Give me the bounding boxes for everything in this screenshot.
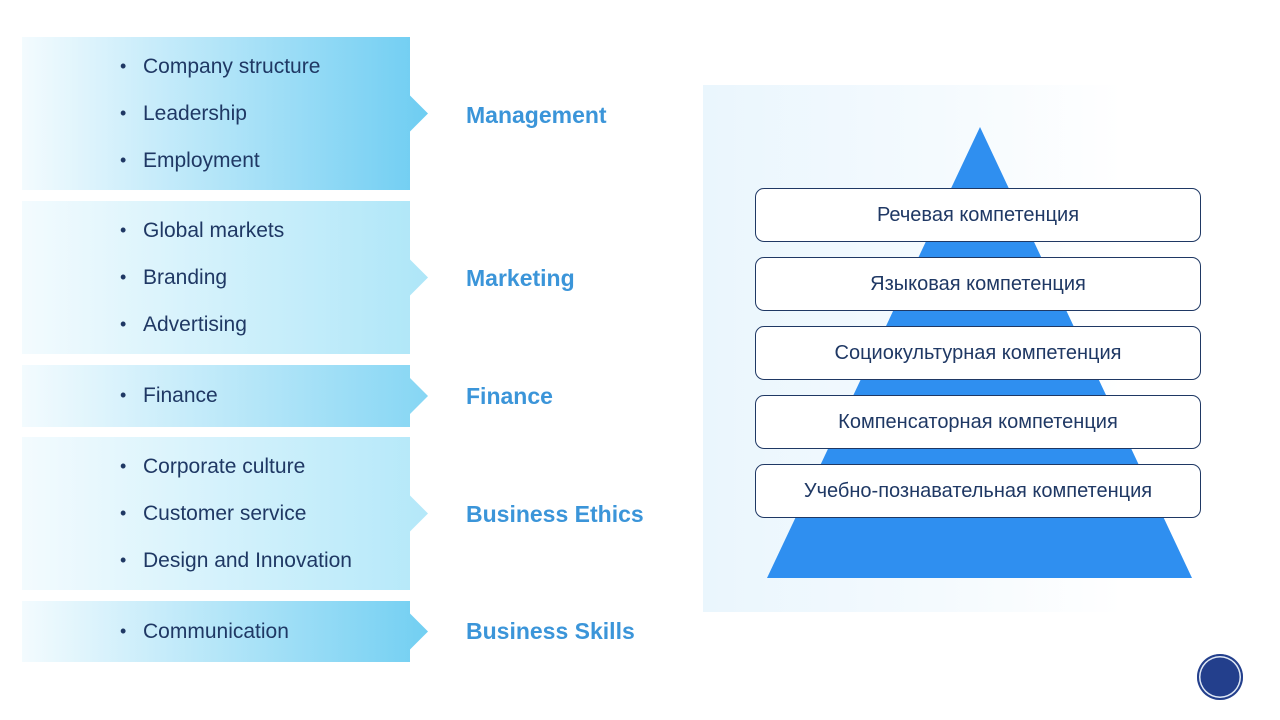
bullet-item: Global markets: [120, 207, 284, 254]
bullet-item: Company structure: [120, 43, 320, 90]
topic-label: Management: [466, 102, 607, 128]
topic-box: Corporate cultureCustomer serviceDesign …: [22, 437, 428, 590]
bullet-item: Advertising: [120, 301, 284, 348]
competence-level: Социокультурная компетенция: [755, 326, 1201, 380]
bullet-item: Branding: [120, 254, 284, 301]
topic-label: Business Skills: [466, 618, 635, 644]
bullet-list: Communication: [120, 608, 289, 655]
bullet-item: Customer service: [120, 490, 352, 537]
bullet-list: Global marketsBrandingAdvertising: [120, 207, 284, 348]
topic-label: Marketing: [466, 265, 575, 291]
topic-box: Global marketsBrandingAdvertising: [22, 201, 428, 354]
bullet-list: Finance: [120, 372, 218, 419]
topic-label: Business Ethics: [466, 501, 644, 527]
bullet-list: Company structureLeadershipEmployment: [120, 43, 320, 184]
topic-box: Finance: [22, 365, 428, 427]
competence-level: Речевая компетенция: [755, 188, 1201, 242]
bullet-item: Finance: [120, 372, 218, 419]
competence-level: Учебно-познавательная компетенция: [755, 464, 1201, 518]
topic-box: Company structureLeadershipEmployment: [22, 37, 428, 190]
competence-level: Языковая компетенция: [755, 257, 1201, 311]
bullet-list: Corporate cultureCustomer serviceDesign …: [120, 443, 352, 584]
competence-level: Компенсаторная компетенция: [755, 395, 1201, 449]
bullet-item: Communication: [120, 608, 289, 655]
logo-emblem: [1197, 654, 1243, 700]
topic-label: Finance: [466, 383, 553, 409]
bullet-item: Employment: [120, 137, 320, 184]
bullet-item: Corporate culture: [120, 443, 352, 490]
bullet-item: Leadership: [120, 90, 320, 137]
topic-box: Communication: [22, 601, 428, 662]
bullet-item: Design and Innovation: [120, 537, 352, 584]
